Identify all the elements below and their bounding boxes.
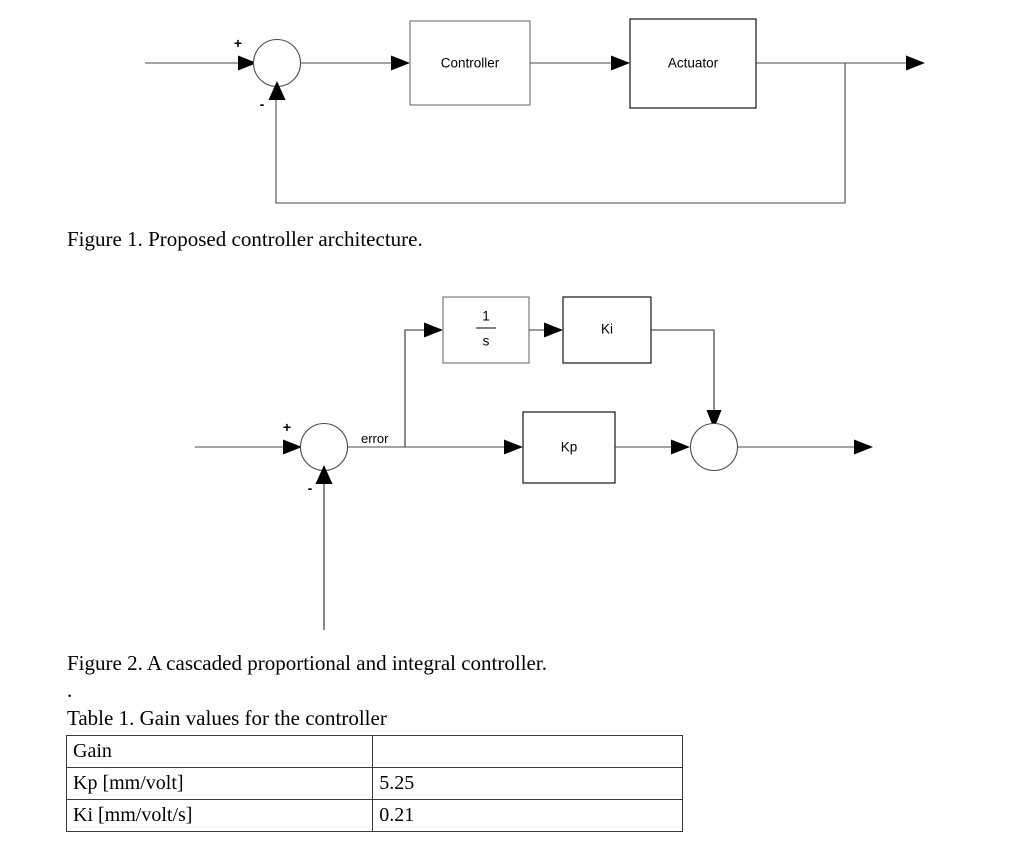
fig2-error-wire: error <box>348 431 505 448</box>
fig2-input-arrowhead <box>283 439 302 455</box>
gain-values-table: Gain Kp [mm/volt] 5.25 Ki [mm/volt/s] 0.… <box>65 735 683 832</box>
fig2-input-wire <box>195 439 302 455</box>
fig1-block-controller-label: Controller <box>441 56 500 71</box>
fig1-feedback-arrowhead <box>268 81 286 100</box>
fig2-block-kp: Kp <box>522 411 616 484</box>
fig2-minus-sign: - <box>308 480 313 496</box>
table-cell-ki-gain: Ki [mm/volt/s] <box>65 799 374 832</box>
fig1-output-arrowhead <box>906 55 925 71</box>
fig1-wire-sum-to-controller <box>301 55 410 71</box>
fig2-block-kp-label: Kp <box>561 440 578 455</box>
table-cell-kp-value: 5.25 <box>372 767 683 800</box>
fig2-block-integrator-numerator: 1 <box>482 309 490 324</box>
figure-2-caption: Figure 2. A cascaded proportional and in… <box>67 651 547 675</box>
fig1-block-controller: Controller <box>409 20 531 106</box>
fig2-summing-junction-right <box>689 422 739 472</box>
table-row: Ki [mm/volt/s] 0.21 <box>65 799 683 832</box>
fig1-plus-sign: + <box>234 35 242 51</box>
fig1-block-actuator-label: Actuator <box>668 56 719 71</box>
fig2-error-label: error <box>361 431 389 446</box>
fig2-block-integrator-denominator: s <box>483 334 490 349</box>
table-1-caption: Table 1. Gain values for the controller <box>67 706 387 730</box>
fig1-feedback-wire <box>268 63 846 204</box>
figure-2-diagram: + - error 1 s <box>0 270 1024 645</box>
fig2-block-integrator: 1 s <box>442 296 530 364</box>
fig2-wire-kp-to-sum <box>615 439 690 455</box>
table-row: Kp [mm/volt] 5.25 <box>65 767 683 800</box>
fig2-ki-input-arrowhead <box>544 322 563 338</box>
fig2-integrator-input-arrowhead <box>424 322 443 338</box>
fig2-summing-junction-left <box>299 422 349 472</box>
fig2-sum-top-arrowhead <box>706 410 722 429</box>
fig1-wire-controller-to-actuator <box>530 55 630 71</box>
fig2-output-wire <box>738 439 873 455</box>
table-cell-ki-value: 0.21 <box>372 799 683 832</box>
fig2-wire-integrator-to-ki <box>529 322 563 338</box>
table-header-value <box>372 735 683 768</box>
fig2-branch-to-integrator <box>404 322 443 447</box>
fig1-minus-sign: - <box>260 96 265 112</box>
table-header-row: Gain <box>65 735 683 768</box>
figure-1-diagram: + - Controller Actuator <box>0 0 1024 220</box>
fig2-plus-sign: + <box>283 419 291 435</box>
fig2-feedback-arrowhead <box>315 465 333 484</box>
fig2-block-ki-label: Ki <box>601 322 613 337</box>
fig1-summing-junction <box>252 38 302 88</box>
table-header-gain: Gain <box>65 735 374 768</box>
fig2-output-arrowhead <box>854 439 873 455</box>
fig2-sum-left-arrowhead <box>671 439 690 455</box>
table-cell-kp-gain: Kp [mm/volt] <box>65 767 374 800</box>
fig1-input-arrowhead <box>238 55 257 71</box>
stray-period-text: . <box>67 678 73 702</box>
fig1-controller-input-arrowhead <box>391 55 410 71</box>
fig2-block-ki: Ki <box>562 296 652 364</box>
fig2-feedback-wire <box>315 465 333 630</box>
fig2-kp-input-arrowhead <box>504 439 523 455</box>
fig2-wire-error-to-kp <box>405 439 523 455</box>
fig1-output-wire <box>756 55 925 71</box>
fig1-block-actuator: Actuator <box>629 18 757 109</box>
figure-1-caption: Figure 1. Proposed controller architectu… <box>67 227 423 251</box>
fig1-actuator-input-arrowhead <box>611 55 630 71</box>
fig1-input-wire <box>145 55 257 71</box>
fig2-wire-ki-to-sum <box>651 329 722 429</box>
